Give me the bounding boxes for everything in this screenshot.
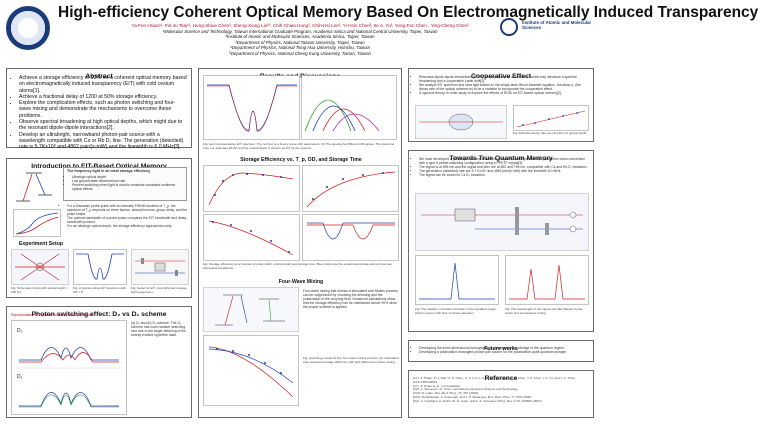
intro-caption-3: Fig. Setup for EIT, slow light and stora… — [131, 286, 187, 294]
reference-item: [1] Y.-F. Hsiao, P.-J. Tsai, H.-S. Chen,… — [413, 376, 577, 384]
future-list: Developing the three-dimensional tomogra… — [419, 346, 591, 354]
future-title: Future works — [480, 346, 522, 352]
poster-header: High-efficiency Coherent Optical Memory … — [0, 0, 758, 60]
results-title: Results and Discussions — [255, 73, 345, 80]
efficiency-curve-figure — [13, 209, 61, 237]
fwm-text: Four-wave mixing that mimics a stimulate… — [303, 289, 398, 310]
reference-panel: Reference [1] Y.-F. Hsiao, P.-J. Tsai, H… — [408, 370, 594, 418]
intro-panel: Introduction to EIT-Based Optical Memory… — [6, 158, 192, 298]
reference-item: [2] Y.-F. Hsiao et al., in preparation. — [413, 383, 462, 388]
cooperative-item: A rigorous theory, in order study to exp… — [419, 91, 591, 95]
intro-bullets: For a Gaussian probe pulse with an inten… — [67, 204, 189, 229]
intro-bullet: For an ultrahigh optical depth, the stor… — [67, 224, 189, 228]
towards-list: We have developed a photon pair source b… — [419, 157, 591, 177]
switching-spectra-figure: D₂ D₁ — [11, 320, 127, 415]
reference-list: [1] Y.-F. Hsiao, P.-J. Tsai, H.-S. Chen,… — [413, 376, 591, 404]
d1-label: D₁ — [17, 374, 23, 380]
affiliation-2: ²Institute of Atomic and Molecular Scien… — [225, 34, 375, 40]
requirements-box: The frequency light in an ideal storage … — [63, 167, 187, 201]
switching-title: Photon switching effect: D₂ vs D₁ scheme — [27, 311, 171, 318]
reference-title: Reference — [480, 375, 522, 382]
fwm-title: Four-Wave Mixing — [278, 279, 324, 285]
abstract-title: Abstract — [81, 73, 117, 80]
future-item: Developing a polarization-entangled phot… — [419, 350, 591, 354]
reference-item: [5] M. Fleischhauer, A. Imamoglu, and J.… — [413, 394, 533, 399]
cooperative-caption: Fig. Effective decay rate as a function … — [513, 131, 588, 135]
cooperative-list: Resonant dipole-dipole interactions (RDD… — [419, 75, 591, 95]
abstract-item: Achieve a fractional delay of 1200 at 50… — [19, 94, 187, 100]
institute-mark-icon — [500, 18, 518, 36]
intro-caption-1: Fig. Schematic timing with optical depth… — [11, 286, 69, 294]
intro-bullet: For a Gaussian probe pulse with an inten… — [67, 204, 189, 216]
requirements-title: The frequency light in an ideal storage … — [67, 169, 151, 173]
results-caption-mid: Fig. Storage efficiency as a function of… — [203, 262, 393, 270]
cooperative-setup-figure — [415, 105, 507, 139]
towards-item: The signal is at 895 nm and the signal a… — [419, 165, 591, 169]
wavelength-plot — [505, 255, 589, 305]
abstract-item: Achieve a storage efficiency of 92% for … — [19, 75, 187, 94]
requirement-item: Prevent switching when light is used to … — [72, 183, 183, 191]
institute-logo: Institute of Atomic and Molecular Scienc… — [500, 18, 596, 40]
switching-plot-label: Representative EIT spectra for the D₂ an… — [11, 313, 93, 317]
cooperative-item: Resonant dipole-dipole interactions (RDD… — [419, 75, 591, 83]
eit-spectra-figure — [203, 75, 397, 140]
results-panel: Results and Discussions Fig. (a) A repre… — [198, 68, 402, 418]
cooperative-item: We analyze EIT spectrum and slow light b… — [419, 83, 591, 91]
affiliation-4: ⁴Department of Physics, National Tsing H… — [229, 45, 371, 51]
university-seal-logo — [6, 6, 50, 50]
fwm-caption: Fig. (a) Energy levels for the four-wave… — [303, 356, 399, 364]
requirements-list: Ultrahigh optical depth Low ground state… — [72, 175, 183, 191]
reference-item: [4] M. D. Lukin, Rev. Mod. Phys. 75, 457… — [413, 391, 479, 396]
future-panel: Future works Developing the three-dimens… — [408, 340, 594, 362]
towards-panel: Towards True Quantum Memory We have deve… — [408, 150, 594, 332]
switching-note: (a) D₂ and (b) D₁ scheme. The D₁ scheme … — [131, 321, 187, 338]
towards-item: The generation (detected) rate are 5.7 K… — [419, 169, 591, 173]
towards-caption-1: Fig. The Glauber correlation function of… — [415, 307, 497, 315]
towards-title: Towards True Quantum Memory — [445, 155, 557, 162]
photon-source-setup-figure — [415, 193, 589, 251]
results-caption-top: Fig. (a) A representative EIT spectrum. … — [203, 142, 395, 150]
towards-item: The signal can be locked to Cs D₁ transi… — [419, 173, 591, 177]
d2-label: D₂ — [17, 328, 23, 334]
cooperative-title: Cooperative Effect — [466, 73, 536, 80]
reference-item: [3] P.-J. Tsai and Y.-C. Chen, submitted… — [413, 387, 519, 392]
abstract-panel: Abstract Achieve a storage efficiency of… — [6, 68, 192, 151]
intro-caption-2: Fig. A typical outline EIT spectrum with… — [73, 286, 126, 294]
decay-rate-plot — [513, 105, 589, 131]
future-item: Developing the three-dimensional tomogra… — [419, 346, 591, 350]
poster-title: High-efficiency Coherent Optical Memory … — [58, 4, 758, 21]
correlation-plot — [415, 255, 499, 305]
intro-title: Introduction to EIT-Based Optical Memory — [27, 163, 171, 170]
reference-item: [6] A. V. Gorshkov, A. Andre, M. D. Luki… — [413, 398, 543, 403]
affiliation-3: ³Department of Physics, National Taiwan … — [235, 39, 365, 45]
abstract-item: Explore the complication effects, such a… — [19, 100, 187, 119]
affiliation-5: ⁵Department of Physics, National Cheng K… — [228, 50, 371, 56]
abstract-list: Achieve a storage efficiency of 92% for … — [12, 75, 187, 151]
cooperative-panel: Cooperative Effect Resonant dipole-dipol… — [408, 68, 594, 142]
storage-efficiency-figure — [203, 165, 399, 261]
author-list: Ya-Fen Hsiao¹², Pin-Ju Tsai¹², Hung-Shiu… — [131, 23, 469, 28]
institute-name: Institute of Atomic and Molecular Scienc… — [522, 20, 592, 31]
mot-setup-figure — [11, 249, 69, 285]
towards-caption-2: Fig. The wavelength of the signal and id… — [505, 307, 583, 315]
affiliation-1: ¹Molecular Science and Technology, Taiwa… — [162, 29, 438, 34]
abstract-item: Develop an ultrabright, narrowband photo… — [19, 132, 187, 151]
intro-bullet: The optimal bandwidth of a probe pulse c… — [67, 216, 189, 224]
storage-title: Storage Efficiency vs. T_p, OD, and Stor… — [240, 157, 362, 163]
requirement-item: Low ground state decoherence rate — [72, 179, 183, 183]
abstract-item: Observe spectral broadening at high opti… — [19, 119, 187, 132]
fwm-figure — [203, 287, 299, 406]
switching-panel: Photon switching effect: D₂ vs D₁ scheme… — [6, 306, 192, 418]
requirement-item: Ultrahigh optical depth — [72, 175, 183, 179]
affiliations: ¹Molecular Science and Technology, Taiwa… — [120, 29, 480, 56]
poster: High-efficiency Coherent Optical Memory … — [0, 0, 600, 424]
eit-spectrum-inset — [73, 249, 127, 285]
setup-title: Experiment Setup — [18, 241, 64, 247]
lambda-level-diagram — [16, 172, 52, 202]
optical-layout-figure — [131, 249, 189, 285]
towards-item: We have developed a photon pair source b… — [419, 157, 591, 165]
